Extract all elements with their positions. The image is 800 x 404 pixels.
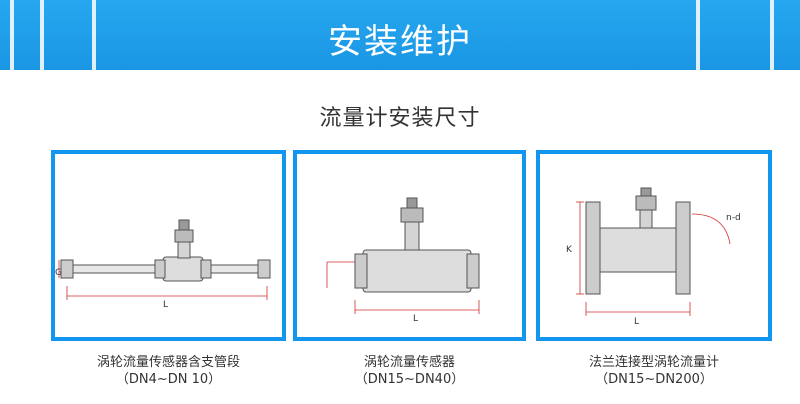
flange-meter-drawing: K n-d L [566,187,741,327]
decor-line [10,0,14,70]
body [162,256,204,282]
dim-nd-label: n-d [726,213,741,223]
sensor-head [174,229,194,243]
flange-left [585,201,601,295]
caption-range: （DN15~DN40） [354,372,465,387]
caption-sensor: 涡轮流量传感器 （DN15~DN40） [293,354,526,388]
caption-title: 法兰连接型涡轮流量计 [588,355,719,370]
flange-right [675,201,691,295]
sensor-stem [404,219,420,251]
dim-k-label: K [566,245,573,255]
card-branch-sensor: G L [51,150,286,341]
banner-title: 安装维护 [328,22,472,62]
dim-l-label: L [634,317,639,327]
caption-title: 涡轮流量传感器含支管段 [96,355,240,370]
card-sensor: L [293,150,526,341]
dim-g-label: G [55,268,62,278]
decor-line [92,0,96,70]
body [599,227,677,273]
section-title: 流量计安装尺寸 [319,106,481,131]
sensor-head [400,207,424,223]
sensor-stem [177,239,191,259]
caption-flange-meter: 法兰连接型涡轮流量计 （DN15~DN200） [536,354,772,388]
caption-title: 涡轮流量传感器 [363,355,455,370]
fitting-left [60,259,74,279]
dim-l-label: L [163,300,168,310]
sensor-drawing: L [326,197,480,324]
decor-line [696,0,700,70]
sensor-stem [639,207,653,229]
caption-range: （DN15~DN200） [595,372,713,387]
caption-range: （DN4~DN 10） [115,372,222,387]
card-flange-meter: K n-d L [536,150,772,341]
decor-line [40,0,44,70]
decor-line [770,0,774,70]
dim-l-label: L [413,314,418,324]
header-banner: 安装维护 [0,0,800,70]
branch-sensor-drawing: G L [55,219,271,310]
sensor-head [635,195,657,211]
body [362,249,472,293]
fitting-right [257,259,271,279]
caption-branch-sensor: 涡轮流量传感器含支管段 （DN4~DN 10） [51,354,286,388]
